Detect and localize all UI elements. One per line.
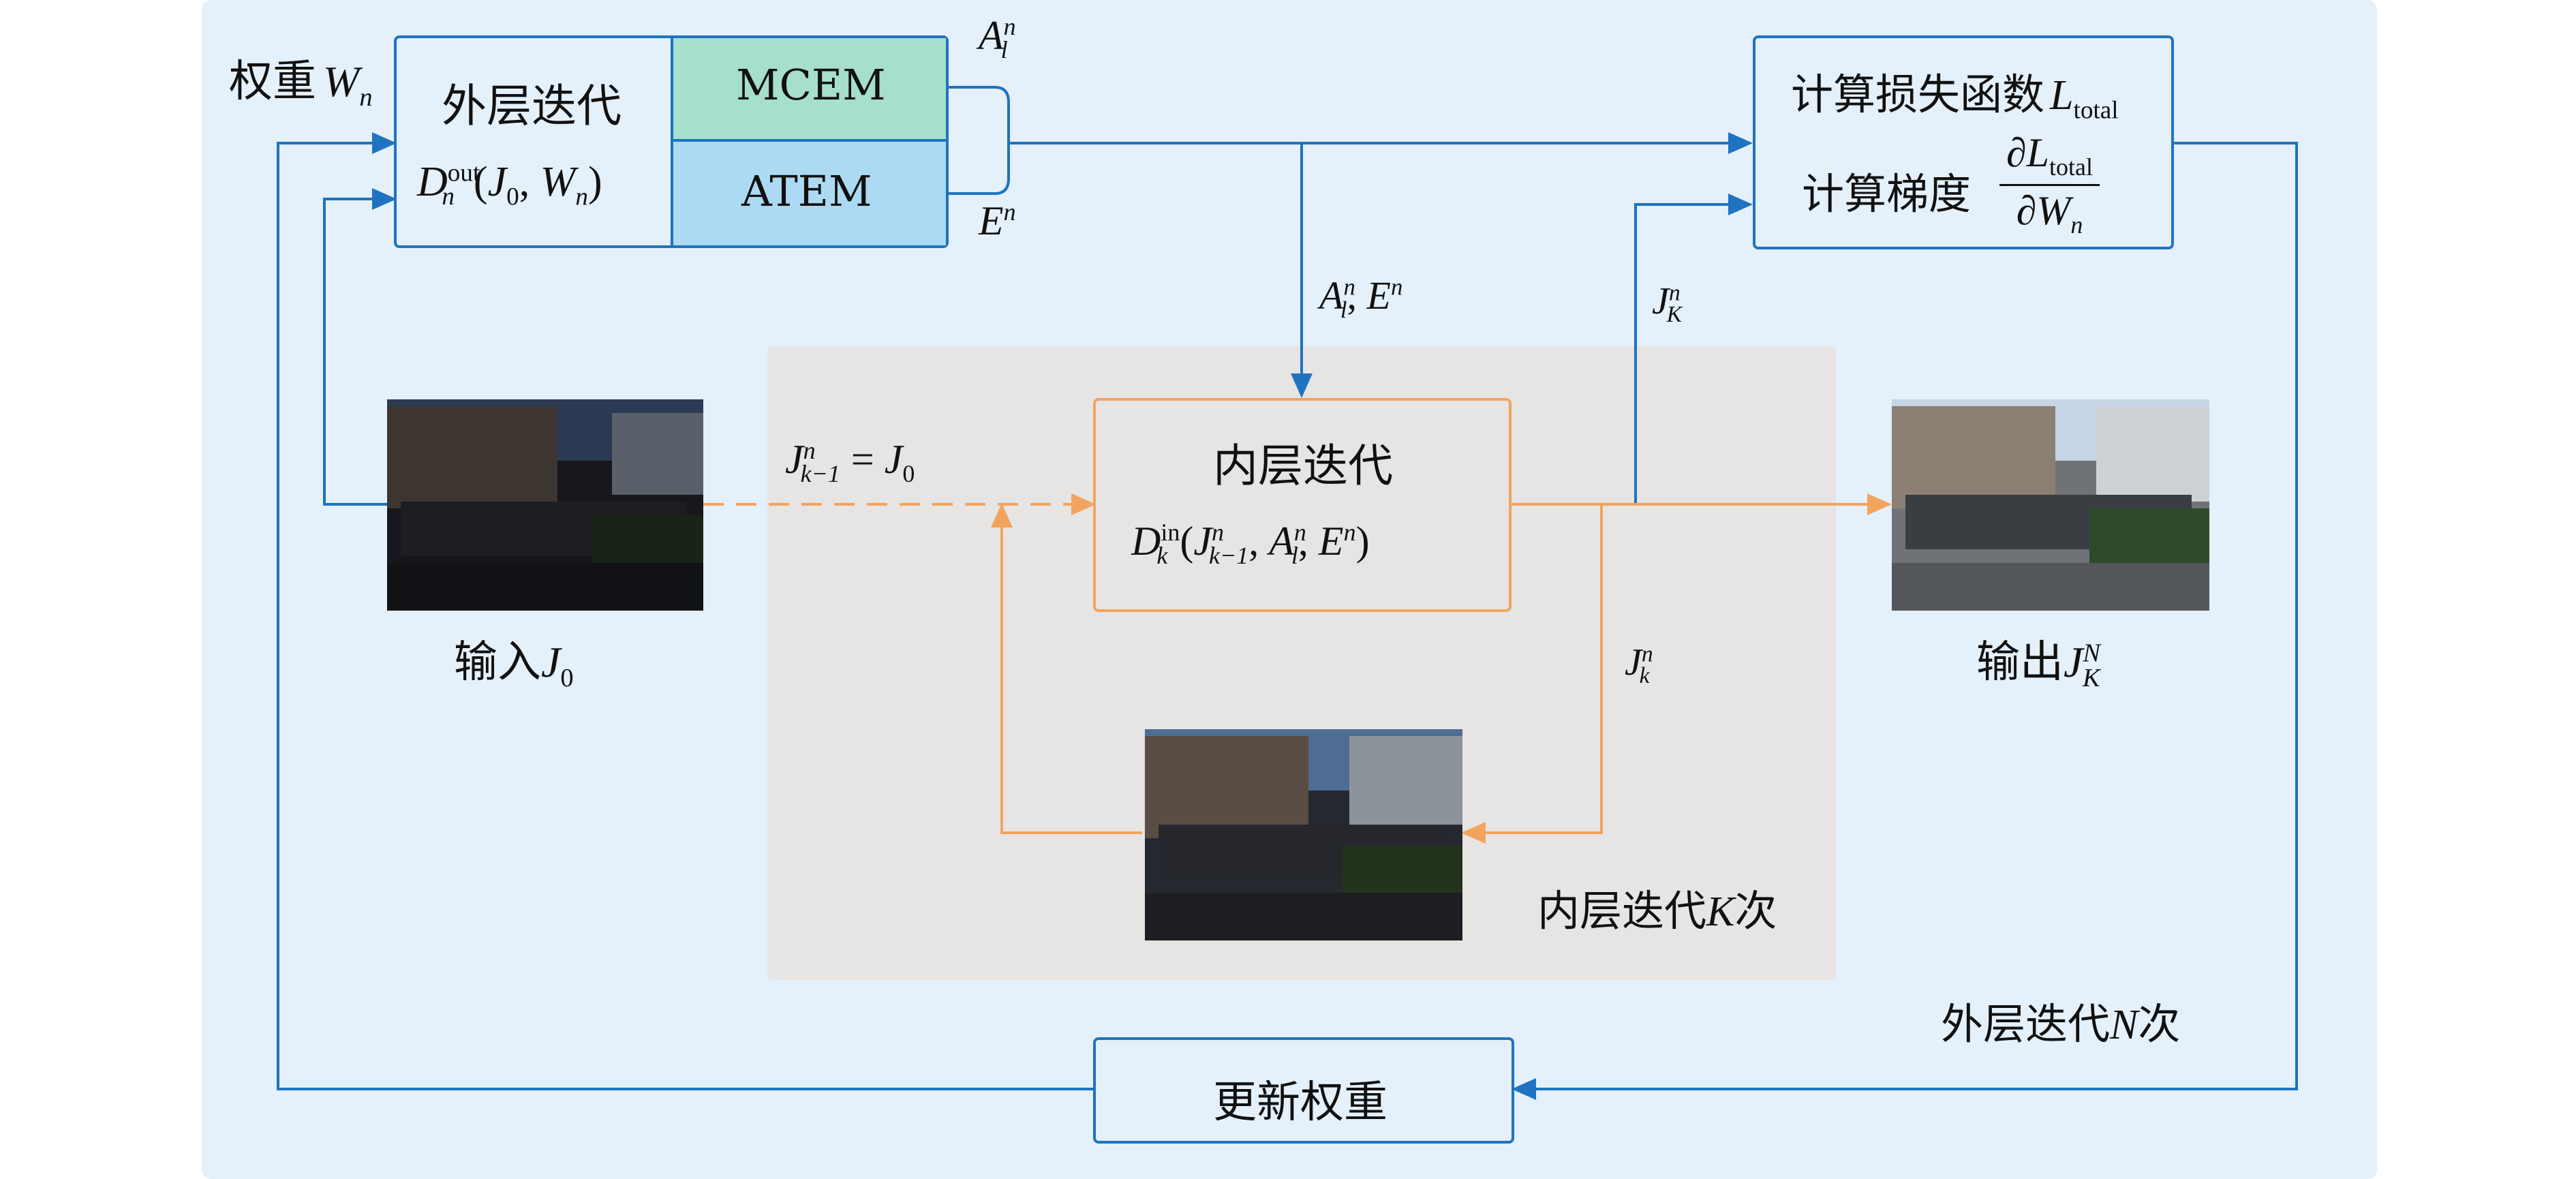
atem-label: ATEM	[741, 166, 872, 216]
outer-iterations-label: 外层迭代N次	[1941, 999, 2181, 1049]
input-image	[387, 399, 703, 611]
inner-A-E-label: Anl, En	[1319, 273, 1403, 323]
output-image	[1892, 399, 2209, 611]
outer-A-label: Anl	[979, 13, 1016, 63]
mcem-block	[673, 38, 946, 139]
input-to-outer-arrow	[323, 188, 397, 506]
Jk-label: Jnk	[1625, 641, 1653, 689]
inner-loop-down-arrow	[1461, 504, 1603, 844]
outer-box-divider	[671, 35, 673, 248]
jk-to-loss-arrow	[1634, 194, 1753, 504]
outer-E-label: En	[979, 198, 1016, 243]
update-weight-label: 更新权重	[1213, 1077, 1387, 1128]
inner-box-title: 内层迭代	[1213, 440, 1393, 492]
outer-box-formula: Doutn(J0, Wn)	[417, 159, 602, 211]
inner-init-label: Jnk−1= J0	[785, 437, 915, 487]
update-to-weight-arrow	[277, 132, 1094, 1090]
inner-box-formula: Dink(Jnk−1, Anl, En)	[1131, 519, 1370, 569]
loss-to-update-arrow	[1512, 142, 2298, 1100]
atem-output-wire	[946, 129, 1010, 195]
JK-label: JnK	[1652, 280, 1683, 328]
gradient-fraction: ∂Ltotal ∂Wn	[1999, 129, 2100, 239]
output-label: 输出JNK	[1976, 637, 2101, 692]
loss-box	[1753, 35, 2174, 249]
inner-iterations-label: 内层迭代K次	[1537, 886, 1777, 936]
intermediate-image	[1145, 729, 1462, 940]
inner-loop-back-arrow	[991, 503, 1142, 834]
mcem-label: MCEM	[736, 60, 886, 110]
update-weight-box	[1093, 1037, 1514, 1144]
gradient-label: 计算梯度	[1802, 169, 1972, 219]
atem-block	[673, 142, 946, 245]
inner-iteration-box	[1093, 398, 1512, 612]
mcem-output-wire	[946, 86, 1010, 129]
input-label: 输入J0	[454, 637, 574, 692]
outer-box-title: 外层迭代	[442, 80, 622, 132]
mcem-atem-divider	[673, 139, 946, 142]
